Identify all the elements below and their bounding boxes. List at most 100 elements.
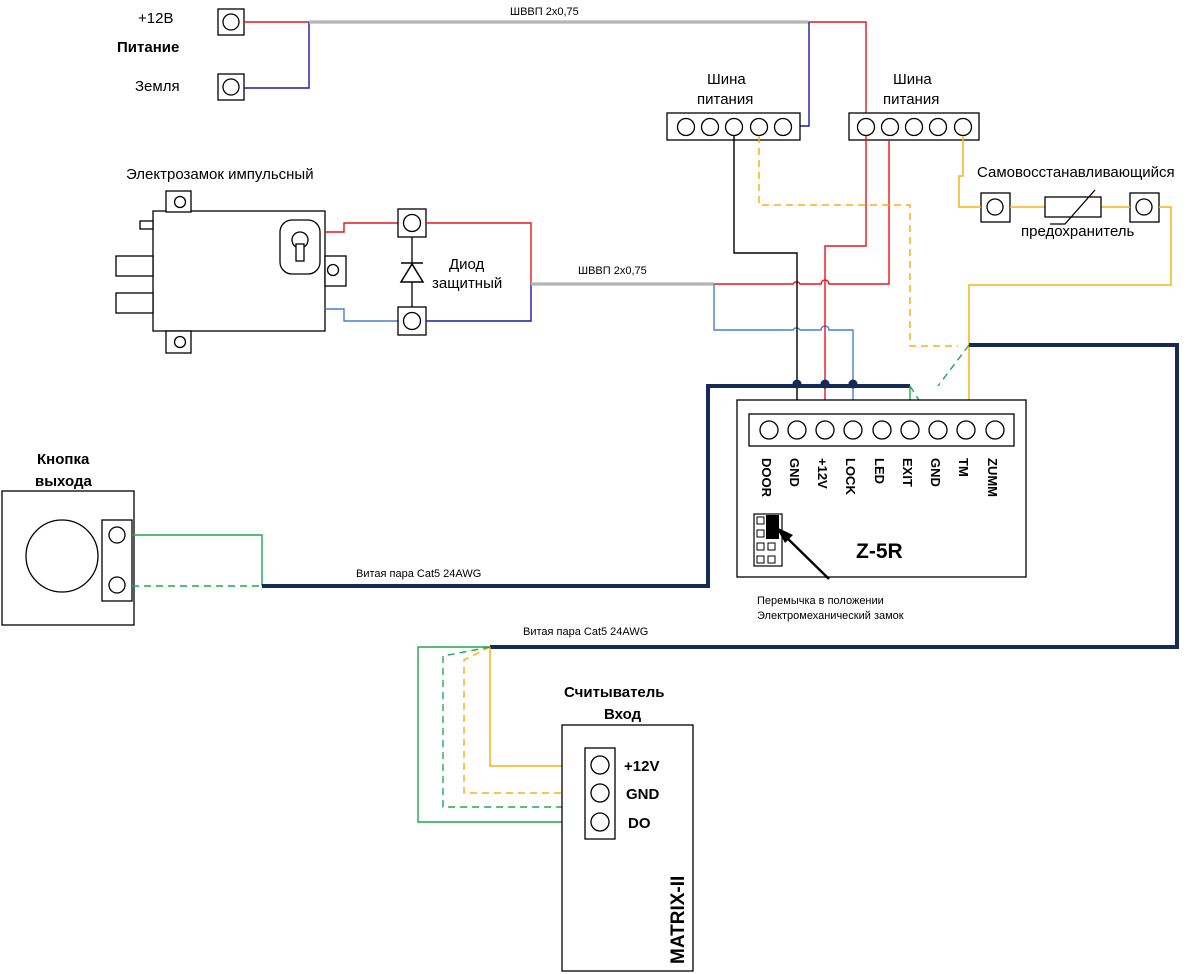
bus-right-screw — [904, 117, 924, 137]
exit-button-icon[interactable] — [25, 519, 99, 593]
diode-terminal-bottom-screw — [402, 311, 422, 331]
fuse-terminal-left-screw — [986, 198, 1004, 216]
exit-button-green-wire — [132, 534, 263, 586]
bus-left-screw — [773, 117, 793, 137]
reader-cable-label: Витая пара Cat5 24AWG — [523, 626, 648, 638]
reader-label-do: DO — [628, 815, 651, 832]
bus-gnd-to-fuse-wire — [758, 136, 958, 347]
controller-terminal — [985, 420, 1005, 440]
bus-right-screw — [928, 117, 948, 137]
controller-terminal — [928, 420, 948, 440]
controller-terminal — [815, 420, 835, 440]
terminal-label-exit: EXIT — [900, 458, 915, 487]
plus12-terminal — [217, 8, 245, 36]
lock-blue-wire — [325, 308, 398, 322]
bus-right-screw — [856, 117, 876, 137]
lock-side-hole — [326, 263, 340, 277]
exit-button[interactable] — [1, 490, 135, 626]
diode-red-wire — [426, 222, 532, 284]
power-bus-right: Шина питания — [848, 71, 980, 141]
diode-label-2: защитный — [432, 275, 502, 292]
resettable-fuse: Самовосстанавливающийся предохранитель — [977, 164, 1175, 240]
reader-title-1: Считыватель — [564, 684, 665, 701]
jumper-pin — [756, 542, 765, 551]
wire-crossing-dot — [820, 379, 830, 389]
bus-gnd-to-controller-wire — [733, 136, 798, 430]
lock-tab — [139, 220, 154, 230]
terminal-label-gnd: GND — [787, 458, 802, 487]
bus-right-screw — [953, 117, 973, 137]
bus-left-label-1: Шина — [707, 71, 746, 88]
terminal-label-12v: +12V — [815, 458, 830, 489]
terminal-label-zumm: ZUMM — [985, 458, 1000, 497]
jumper-pin — [756, 529, 765, 538]
diode-terminal-top-screw — [402, 213, 422, 233]
reader-body — [561, 724, 694, 972]
exit-button-cable-label: Витая пара Cat5 24AWG — [356, 568, 481, 580]
diode-symbol-icon — [399, 262, 425, 283]
reader-gnd-wire — [463, 646, 586, 794]
bus-right-screw — [880, 117, 900, 137]
lock-cable-label: ШВВП 2х0,75 — [578, 265, 647, 277]
jumper-cap — [766, 515, 779, 539]
reader-gnd-dashed-wire — [937, 344, 970, 387]
lock-to-LOCK-wire — [713, 284, 854, 430]
bus-left-screw — [700, 117, 720, 137]
jumper-pin — [756, 555, 765, 564]
controller-z5r: DOOR GND +12V LOCK LED EXIT GND TM ZUMM … — [736, 399, 1027, 580]
bus-left-screw — [749, 117, 769, 137]
diode-label-1: Диод — [449, 256, 485, 273]
lock-plus-wire — [714, 140, 890, 285]
fuse-label-1: Самовосстанавливающийся — [977, 164, 1175, 181]
lock-title: Электрозамок импульсный — [126, 166, 314, 183]
terminal-label-door: DOOR — [759, 458, 774, 498]
ground-to-bus-wire — [798, 22, 810, 127]
ground-terminal-screw — [222, 78, 240, 96]
reader-label-12v: +12V — [624, 758, 659, 775]
exit-button-terminal — [108, 526, 126, 544]
reader-label-gnd: GND — [626, 786, 660, 803]
bus-left-label-2: питания — [697, 91, 753, 108]
power-input: +12В Питание Земля — [117, 8, 245, 101]
jumper-note-1: Перемычка в положении — [757, 595, 884, 607]
lock-mount-top-hole — [173, 195, 187, 209]
controller-terminal — [956, 420, 976, 440]
wire-crossing-dot — [792, 379, 802, 389]
fuse-terminal-right-screw — [1135, 198, 1153, 216]
lock-bolt-lower — [115, 292, 154, 314]
exit-button-title-2: выхода — [35, 473, 92, 490]
exit-button-title-1: Кнопка — [37, 451, 90, 468]
terminal-label-led: LED — [872, 458, 887, 484]
exit-button-terminal — [108, 576, 126, 594]
keyhole-slot — [295, 243, 305, 262]
fuse-label-2: предохранитель — [1021, 223, 1135, 240]
bus-left-screw — [676, 117, 696, 137]
electric-lock — [115, 190, 347, 354]
terminal-label-tm: TM — [956, 458, 971, 477]
power-ground-wire — [244, 22, 310, 89]
terminal-label-lock: LOCK — [843, 458, 858, 495]
diode-blue-wire — [426, 284, 532, 322]
jumper-pin — [767, 542, 776, 551]
controller-terminal — [843, 420, 863, 440]
reader-do-wire — [417, 646, 586, 823]
ground-label: Земля — [135, 78, 180, 95]
power-bus-left: Шина питания — [666, 71, 801, 141]
controller-terminal — [787, 420, 807, 440]
controller-terminal — [759, 420, 779, 440]
bus-plus-to-controller-wire — [824, 136, 867, 430]
jumper-pointer-arrowhead — [776, 527, 793, 543]
plus12-label: +12В — [138, 10, 173, 27]
exit-button-cable — [262, 384, 910, 588]
jumper-pointer-arrow — [782, 533, 830, 580]
fuse-to-TM-wire — [968, 206, 1172, 430]
lock-bolt-upper — [115, 255, 154, 277]
fuse-body — [1044, 196, 1102, 218]
controller-model: Z-5R — [856, 540, 903, 563]
jumper-block — [753, 513, 783, 567]
jumper-pin — [767, 555, 776, 564]
wire-crossing-dot — [848, 379, 858, 389]
protective-diode: Диод защитный — [397, 208, 502, 336]
controller-terminal — [872, 420, 892, 440]
